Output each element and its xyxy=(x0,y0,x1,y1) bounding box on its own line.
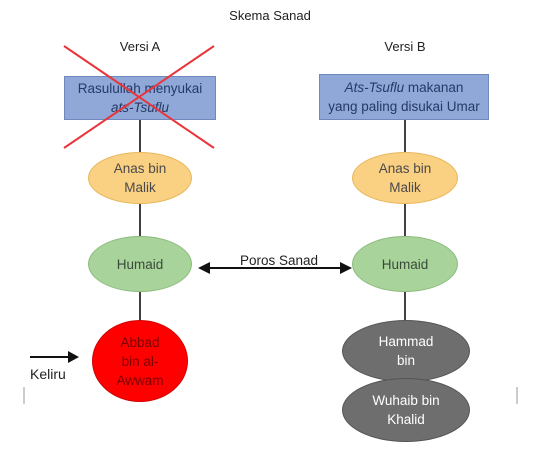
node-a-abbad: Abbad bin al- Awwam xyxy=(92,320,188,402)
matn-a-line1: Rasulullah menyukai xyxy=(77,81,203,96)
node-a-humaid: Humaid xyxy=(88,236,192,292)
matn-box-b: Ats-Tsuflu makanan yang paling disukai U… xyxy=(319,74,489,120)
node-b-hammad-line2: bin xyxy=(396,353,415,368)
poros-sanad-label: Poros Sanad xyxy=(239,253,319,268)
version-b-heading: Versi B xyxy=(384,39,426,54)
node-a-abbad-line1: Abbad xyxy=(120,334,160,350)
matn-b-line2: yang paling disukai Umar xyxy=(328,99,480,114)
node-b-wuhaib-line2: Khalid xyxy=(387,412,425,427)
node-b-wuhaib-line1: Wuhaib bin xyxy=(372,393,440,408)
node-a-abbad-line3: Awwam xyxy=(116,372,164,388)
keliru-arrowhead xyxy=(68,351,79,363)
matn-b-rest: makanan xyxy=(404,80,464,95)
node-b-anas-line1: Anas bin xyxy=(378,161,432,176)
node-b-humaid: Humaid xyxy=(352,236,458,292)
version-a-heading: Versi A xyxy=(119,39,161,54)
node-a-anas: Anas bin Malik xyxy=(88,152,192,204)
node-b-hammad-line1: Hammad xyxy=(378,334,434,349)
arrowhead-right xyxy=(340,262,352,274)
node-a-abbad-line2: bin al- xyxy=(121,353,159,369)
node-b-humaid-label: Humaid xyxy=(381,256,429,272)
arrowhead-left xyxy=(198,262,210,274)
node-a-anas-line1: Anas bin xyxy=(113,161,167,176)
matn-b-line1: Ats-Tsuflu makanan xyxy=(345,78,464,97)
matn-a-line2: ats-Tsuflu xyxy=(110,100,170,115)
node-a-humaid-label: Humaid xyxy=(116,256,164,272)
diagram-title: Skema Sanad xyxy=(229,8,311,23)
node-b-hammad: Hammad bin xyxy=(342,320,470,382)
keliru-label: Keliru xyxy=(30,366,66,382)
node-b-wuhaib: Wuhaib bin Khalid xyxy=(342,378,470,442)
matn-b-italic: Ats-Tsuflu xyxy=(344,80,405,95)
node-b-anas-line2: Malik xyxy=(389,180,421,195)
node-b-anas: Anas bin Malik xyxy=(352,152,458,204)
node-a-anas-line2: Malik xyxy=(124,180,156,195)
